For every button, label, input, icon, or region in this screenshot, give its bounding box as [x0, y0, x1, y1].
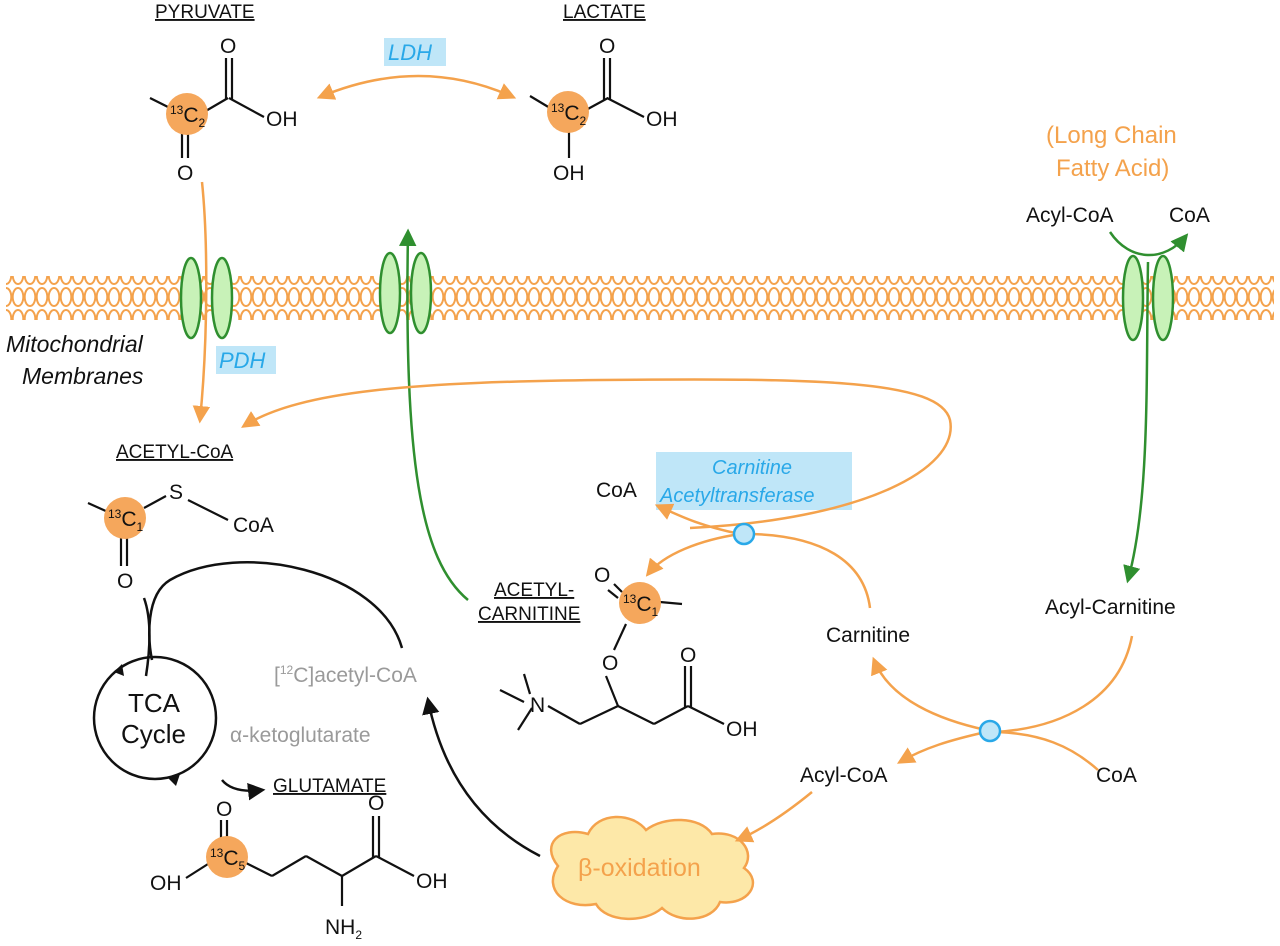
acetyl-carnitine-ester-o: O	[602, 652, 618, 675]
glutamate-title: GLUTAMATE	[273, 776, 386, 797]
cpt2-enzyme-node	[978, 719, 1002, 743]
membrane-label-line2: Membranes	[22, 363, 144, 389]
cat-to-acetyl-coa-loop-arrow	[241, 378, 952, 530]
acetyl-coa-sulfur: S	[169, 481, 183, 504]
pyruvate-13c-carbon	[166, 93, 208, 135]
acylcarnitine-to-cpt2-line	[995, 635, 1134, 734]
acetyl-coa-structure	[87, 495, 229, 566]
fatty-acid-label-line1: (Long Chain	[1046, 122, 1177, 149]
lactate-carbonyl-o: O	[599, 35, 615, 58]
beta-ox-to-12c-acetyl-coa-arrow	[422, 696, 541, 858]
beta-oxidation-cloud	[550, 815, 755, 920]
lactate-structure	[529, 58, 645, 158]
acetyl-coa-o: O	[117, 570, 133, 593]
acetyl-carnitine-carbon-label: 13C1	[623, 592, 659, 619]
tca-label-line1: TCA	[128, 688, 181, 718]
coa-cytosol: CoA	[1169, 204, 1210, 227]
acetyl-coa-title: ACETYL-CoA	[116, 442, 234, 463]
lactate-carbon-label: 13C2	[551, 101, 587, 128]
cpt2-to-acyl-coa-arrow	[896, 730, 987, 764]
ldh-reaction-arrow	[316, 74, 517, 100]
glutamate-keto-o: O	[216, 798, 232, 821]
cat-to-coa-arrow	[654, 503, 741, 536]
pyruvate-title: PYRUVATE	[155, 2, 255, 23]
12c-acetyl-coa-to-tca-line	[148, 561, 404, 661]
tca-cycle-ring	[92, 655, 218, 781]
glutamate-oh-left: OH	[150, 872, 182, 895]
glutamate-structure	[185, 816, 415, 906]
acetyl-carnitine-title-line2: CARNITINE	[478, 604, 580, 625]
acyl-coa-matrix: Acyl-CoA	[800, 764, 888, 787]
channel-fatty-acid	[1121, 254, 1175, 342]
lactate-13c-carbon	[547, 91, 589, 133]
pyruvate-carbonyl-o: O	[220, 35, 236, 58]
glutamate-13c-carbon	[206, 836, 248, 878]
pyruvate-keto-o: O	[177, 162, 193, 185]
pyruvate-oh: OH	[266, 108, 298, 131]
glutamate-carbonyl-o: O	[368, 792, 384, 815]
glutamate-oh-right: OH	[416, 870, 448, 893]
12c-acetyl-coa-label: [12C]acetyl-CoA	[274, 663, 417, 687]
acetyl-carnitine-acid-o: O	[680, 644, 696, 667]
carnitine-to-cat-line	[751, 532, 872, 609]
acetyl-carnitine-title-line1: ACETYL-	[494, 580, 574, 601]
acetyl-coa-coa: CoA	[233, 514, 274, 537]
pyruvate-carbon-label: 13C2	[170, 103, 206, 130]
acetyl-carnitine-carbonyl-o: O	[594, 564, 610, 587]
acyl-carnitine-label: Acyl-Carnitine	[1045, 596, 1176, 619]
acetyl-carnitine-structure	[499, 583, 725, 731]
pdh-enzyme-label: PDH	[219, 348, 266, 373]
cat-coa-product: CoA	[596, 479, 637, 502]
tca-arrowhead-top	[114, 664, 124, 676]
tca-arrowhead-bottom	[168, 774, 180, 786]
beta-oxidation-label: β-oxidation	[578, 854, 701, 882]
cat-enzyme-box	[656, 452, 852, 510]
cat-enzyme-label-line1: Carnitine	[712, 457, 792, 479]
glutamate-carbon-label: 13C5	[210, 846, 246, 873]
coa-matrix: CoA	[1096, 764, 1137, 787]
ldh-enzyme-label: LDH	[388, 40, 432, 65]
ldh-enzyme-box	[384, 38, 446, 66]
channel-acetylcarnitine	[378, 251, 433, 335]
fatty-acid-label-line2: Fatty Acid)	[1056, 155, 1169, 182]
pdh-enzyme-box	[216, 346, 276, 374]
glutamate-nh2: NH2	[325, 916, 362, 942]
acetylcarnitine-export-arrow	[399, 228, 469, 601]
carnitine-label: Carnitine	[826, 624, 910, 647]
membrane-label-line1: Mitochondrial	[6, 331, 144, 357]
coa-to-cpt2-line	[997, 730, 1099, 771]
acyl-coa-cytosol: Acyl-CoA	[1026, 204, 1114, 227]
tca-to-glutamate-arrow	[221, 779, 266, 801]
lactate-title: LACTATE	[563, 2, 646, 23]
lactate-oh: OH	[646, 108, 678, 131]
cpt1-coa-release-arrow	[1108, 231, 1189, 257]
tca-label-line2: Cycle	[121, 719, 186, 749]
channel-pdh	[179, 256, 234, 340]
cpt2-to-carnitine-arrow	[871, 656, 987, 732]
cat-enzyme-node	[732, 522, 756, 546]
acetyl-carnitine-n: N	[530, 694, 545, 717]
alpha-ketoglutarate-label: α-ketoglutarate	[230, 724, 371, 747]
lactate-hydroxyl-oh: OH	[553, 162, 585, 185]
cat-enzyme-label-line2: Acetyltransferase	[659, 485, 815, 507]
acetyl-coa-carbon-label: 13C1	[108, 507, 144, 534]
cat-to-acetylcarnitine-arrow	[645, 532, 741, 577]
acetyl-carnitine-oh: OH	[726, 718, 758, 741]
acylcarnitine-import-arrow	[1123, 261, 1150, 584]
acetyl-carnitine-13c-carbon	[619, 582, 661, 624]
acetyl-coa-13c-carbon	[104, 497, 146, 539]
acyl-coa-to-beta-ox-arrow	[734, 791, 813, 843]
pyruvate-to-acetylcoa-arrow	[192, 181, 211, 424]
